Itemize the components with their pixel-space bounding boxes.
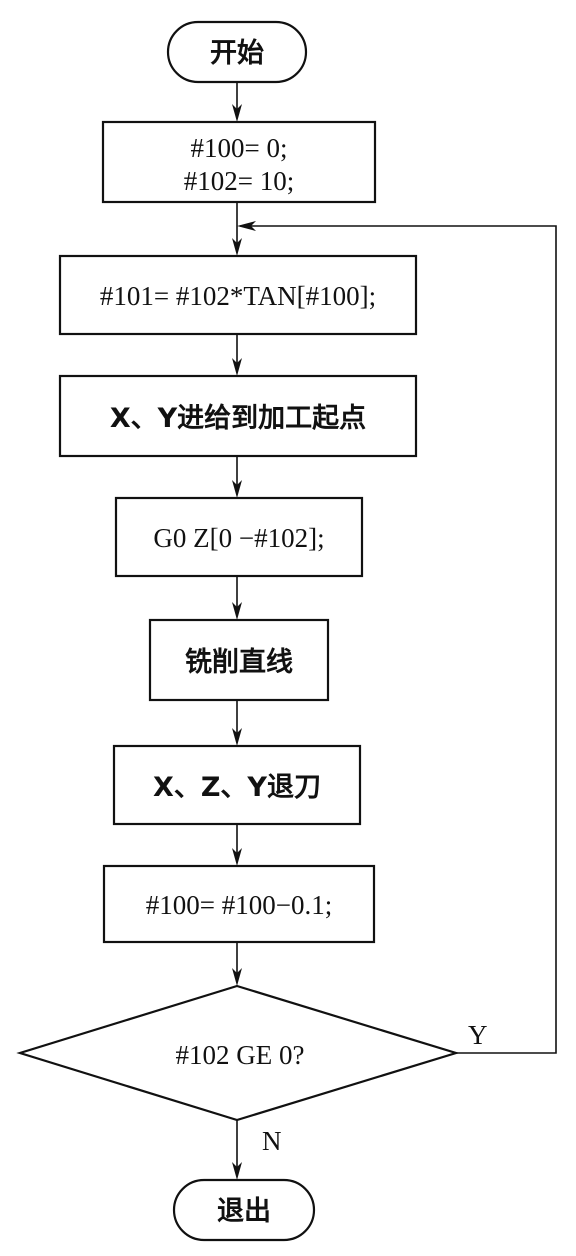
arrowhead [232,968,242,986]
arrowhead [232,728,242,746]
plunge-text: G0 Z[0 −#102]; [153,523,324,553]
feed-start-text: X、Y进给到加工起点 [110,403,366,434]
decision-text: #102 GE 0? [176,1040,305,1070]
yes-label: Y [468,1020,488,1050]
arrowhead [232,602,242,620]
end-label: 退出 [217,1196,271,1227]
compute-text: #101= #102*TAN[#100]; [100,281,376,311]
mill-box [148,618,330,702]
retract-text: X、Z、Y退刀 [153,772,321,803]
end-terminal [172,1178,316,1242]
arrowhead [232,1162,242,1180]
feed-start-box [58,374,418,458]
compute-box [58,254,418,336]
arrowhead [237,221,256,231]
init-line-2: #102= 10; [184,166,294,196]
init-box [101,120,377,204]
no-label: N [262,1126,282,1156]
arrowhead [232,480,242,498]
plunge-box [114,496,364,578]
connector-yes-loop [240,225,557,1054]
arrowhead [232,848,242,866]
start-label: 开始 [210,37,264,69]
arrowhead [232,238,242,256]
mill-text: 铣削直线 [185,647,293,678]
arrowhead [232,104,242,122]
arrowhead [232,358,242,376]
decrement-text: #100= #100−0.1; [146,890,332,920]
decrement-box [102,864,376,944]
init-line-1: #100= 0; [191,133,288,163]
